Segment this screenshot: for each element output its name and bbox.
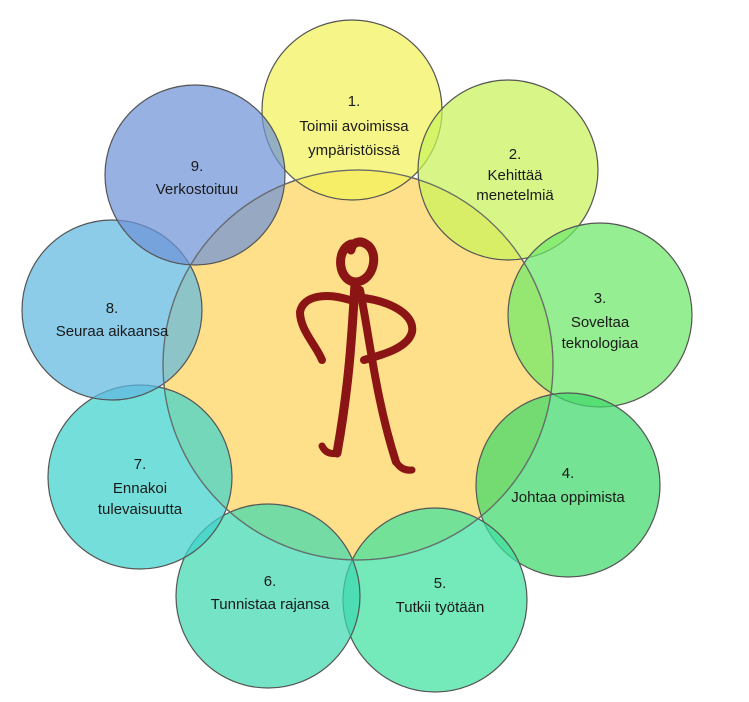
- stick-figure-icon: [296, 237, 417, 474]
- item-3-line1: Soveltaa: [571, 314, 630, 331]
- item-7-line2: tulevaisuutta: [98, 501, 183, 518]
- circle-8: [21, 219, 203, 401]
- item-7-number: 7.: [134, 456, 147, 473]
- circle-2: [417, 79, 599, 261]
- item-6-line1: Tunnistaa rajansa: [211, 596, 330, 613]
- item-1-number: 1.: [348, 93, 361, 110]
- circle-6: [175, 503, 361, 689]
- circle-9: [104, 84, 286, 266]
- item-5-line1: Tutkii työtään: [396, 599, 485, 616]
- item-9: 9. Verkostoituu: [156, 158, 239, 198]
- item-6: 6. Tunnistaa rajansa: [211, 573, 330, 613]
- item-4-number: 4.: [562, 465, 575, 482]
- item-2: 2. Kehittää menetelmiä: [476, 146, 554, 204]
- item-8-line1: Seuraa aikaansa: [56, 323, 169, 340]
- item-8-number: 8.: [106, 300, 119, 317]
- outer-circles: [21, 19, 693, 693]
- item-6-number: 6.: [264, 573, 277, 590]
- item-3-number: 3.: [594, 290, 607, 307]
- circle-labels: 1. Toimii avoimissa ympäristöissä 2. Keh…: [56, 93, 639, 616]
- item-1-line2: ympäristöissä: [308, 142, 400, 159]
- circle-7: [47, 384, 233, 570]
- item-1-line1: Toimii avoimissa: [299, 118, 409, 135]
- item-5: 5. Tutkii työtään: [396, 575, 485, 616]
- item-4-line1: Johtaa oppimista: [511, 489, 625, 506]
- item-9-number: 9.: [191, 158, 204, 175]
- item-1: 1. Toimii avoimissa ympäristöissä: [299, 93, 409, 159]
- item-2-line2: menetelmiä: [476, 187, 554, 204]
- item-5-number: 5.: [434, 575, 447, 592]
- circle-1: [261, 19, 443, 201]
- item-3-line2: teknologiaa: [562, 335, 639, 352]
- item-2-number: 2.: [509, 146, 522, 163]
- center-circle-outline: [162, 169, 554, 561]
- item-7: 7. Ennakoi tulevaisuutta: [98, 456, 183, 518]
- item-7-line1: Ennakoi: [113, 480, 167, 497]
- item-3: 3. Soveltaa teknologiaa: [562, 290, 639, 352]
- item-8: 8. Seuraa aikaansa: [56, 300, 169, 340]
- circle-4: [475, 392, 661, 578]
- item-9-line1: Verkostoituu: [156, 181, 239, 198]
- item-4: 4. Johtaa oppimista: [511, 465, 625, 506]
- item-2-line1: Kehittää: [487, 167, 543, 184]
